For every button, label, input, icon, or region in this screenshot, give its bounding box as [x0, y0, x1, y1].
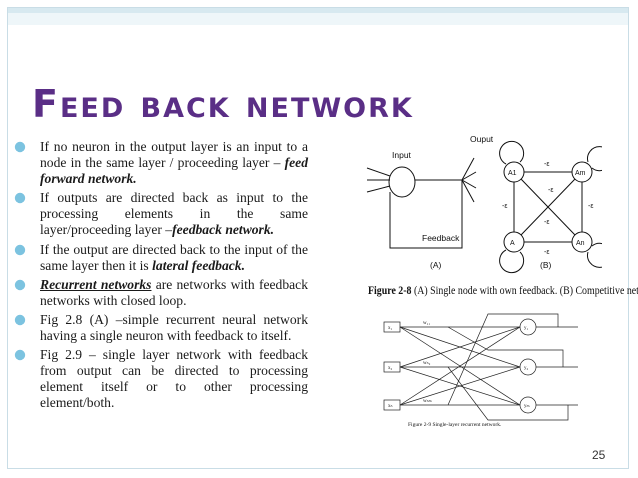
- fig28-input-label: Input: [392, 150, 412, 160]
- fig28-weight-label: -ε: [588, 203, 593, 210]
- fig29-weight-label: wₙₘ: [423, 399, 432, 404]
- bullet-text: If outputs are directed back as input to…: [40, 190, 308, 238]
- bullet-item: If outputs are directed back as input to…: [14, 190, 308, 238]
- bullet-item: If the output are directed back to the i…: [14, 242, 308, 274]
- bullet-dot-icon: [14, 349, 26, 361]
- fig28-feedback-loop: [389, 180, 463, 249]
- bullet-list: If no neuron in the output layer is an i…: [14, 139, 308, 415]
- fig29-output-label: y₂: [524, 366, 529, 371]
- fig28-input-line-3: [366, 167, 391, 177]
- fig28-node-a1-label: A1: [508, 170, 517, 177]
- fig28-weight-label: -ε: [544, 219, 549, 226]
- bullet-dot-icon: [14, 141, 26, 153]
- bullet-item: Fig 2.8 (A) –simple recurrent neural net…: [14, 312, 308, 344]
- fig28-node-a-label: A: [510, 240, 515, 247]
- fig29-weight-label: wₙ₂: [423, 361, 431, 366]
- figure-2-9-caption: Figure 2-9 Single-layer recurrent networ…: [408, 422, 502, 428]
- figure-2-8-caption-label: Figure 2-8: [368, 285, 412, 297]
- page-number: 25: [592, 448, 606, 462]
- bullet-dot-icon: [14, 244, 26, 255]
- fig29-input-label: x₂: [388, 366, 393, 371]
- fig28-weight-label: -ε: [544, 161, 549, 168]
- bullet-text: If the output are directed back to the i…: [40, 241, 308, 273]
- bullet-text: Fig 2.8 (A) –simple recurrent neural net…: [40, 311, 308, 344]
- fig28-weight-label: -ε: [548, 187, 553, 194]
- bullet-text: Recurrent networks: [40, 276, 152, 292]
- bullet-dot-icon: [14, 314, 26, 326]
- bullet-text: lateral feedback.: [152, 257, 245, 273]
- figure-2-8-caption: Figure 2-8 (A) Single node with own feed…: [368, 285, 638, 297]
- fig28-panel-b-label: (B): [540, 260, 552, 270]
- fig29-input-label: x₁: [388, 326, 393, 331]
- fig29-weight-label: w₁₁: [423, 321, 430, 326]
- fig28-feedback-label: Feedback: [422, 233, 460, 243]
- figure-2-8-caption-text: (A) Single node with own feedback. (B) C…: [411, 285, 638, 297]
- bullet-dot-icon: [14, 193, 26, 204]
- figure-2-8: Input Ouput Feedback (A) (B) A1 Am A An …: [366, 134, 602, 274]
- bullet-text: If no neuron in the output layer is an i…: [40, 139, 308, 171]
- figure-2-9: x₁ x₂ xₙ y₁ y₂ yₘ w₁₁ wₙ₂ wₙₘ Figure 2-9…: [383, 313, 578, 428]
- fig28-node-an-label: An: [576, 240, 585, 247]
- bullet-text: are networks with feedback networks with…: [40, 276, 309, 308]
- fig28-weight-label: -ε: [502, 203, 507, 210]
- fig29-input-label: xₙ: [388, 404, 393, 409]
- bullet-text: feedback network.: [172, 222, 275, 238]
- fig28-output-label: Ouput: [470, 134, 494, 144]
- fig28-neuron: [388, 166, 416, 198]
- top-band: [7, 7, 629, 25]
- bullet-item: Recurrent networks are networks with fee…: [14, 277, 308, 309]
- fig28-panel-a-label: (A): [430, 260, 442, 270]
- slide-frame: [7, 7, 629, 469]
- fig29-output-label: yₘ: [524, 404, 530, 409]
- fig28-input-line-2: [366, 185, 391, 193]
- bullet-item: Fig 2.9 – single layer network with feed…: [14, 347, 308, 411]
- fig28-node-am-label: Am: [575, 170, 586, 177]
- fig28-weight-label: -ε: [544, 249, 549, 256]
- fig29-output-label: y₁: [524, 326, 529, 331]
- bullet-text: Fig 2.9 – single layer network with feed…: [40, 347, 308, 411]
- slide-title: Feed back network: [32, 82, 414, 126]
- bullet-text: feed forward network.: [40, 155, 308, 187]
- bullet-item: If no neuron in the output layer is an i…: [14, 139, 308, 187]
- bullet-dot-icon: [14, 279, 26, 290]
